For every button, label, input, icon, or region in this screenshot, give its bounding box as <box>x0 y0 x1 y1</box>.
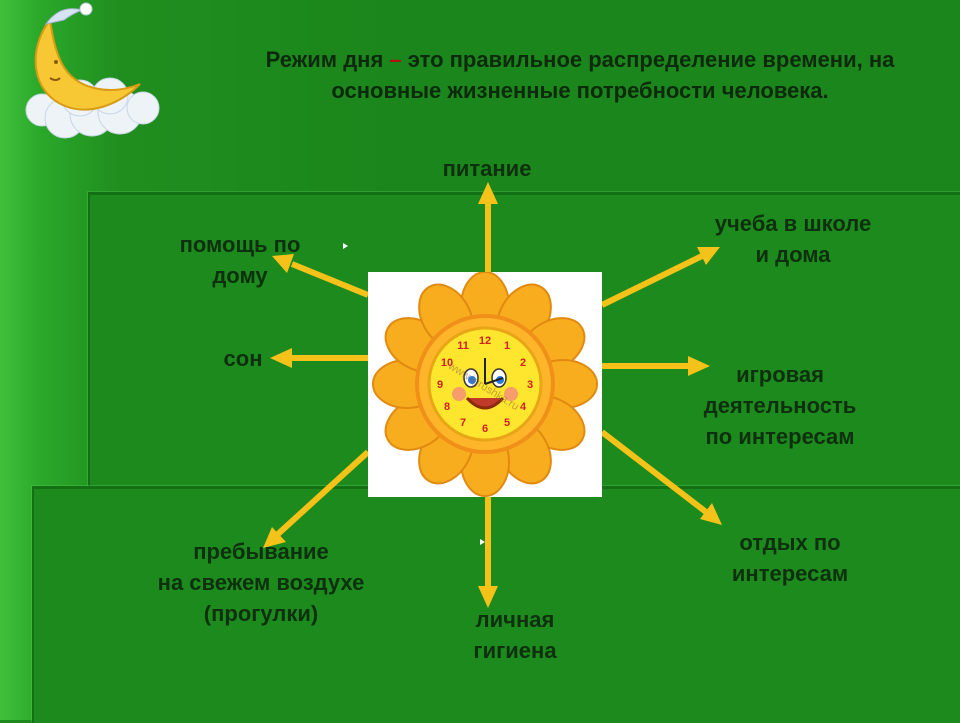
arrow-upper-left <box>290 261 370 298</box>
arrow-upper-right <box>600 253 704 308</box>
clock-number: 8 <box>444 401 450 413</box>
label-study: учеба в школе и дома <box>714 211 872 267</box>
arrow-bottom-head <box>478 586 498 608</box>
label-hygiene: личная гигиена <box>473 607 557 663</box>
sun-clock-image: 12 1 2 3 4 5 6 7 8 9 10 11 ww <box>368 271 602 497</box>
title-term: Режим дня <box>265 47 384 72</box>
arrow-left-head <box>270 348 292 368</box>
clock-number: 5 <box>504 417 510 429</box>
arrow-top-head <box>478 182 498 204</box>
label-nutrition: питание <box>442 156 532 181</box>
arrow-lower-left-head <box>263 527 286 548</box>
clock-number: 7 <box>460 417 466 429</box>
clock-number: 10 <box>441 357 453 369</box>
crescent-moon-on-cloud-icon <box>25 2 160 139</box>
arrow-lower-right-head <box>700 503 722 525</box>
label-sleep: сон <box>223 346 263 371</box>
arrow-lower-left <box>275 449 371 537</box>
label-fresh-air: пребывание на свежем воздухе (прогулки) <box>157 539 365 626</box>
clock-number: 2 <box>520 357 526 369</box>
label-play-activity: игровая деятельность по интересам <box>703 362 857 449</box>
label-leisure: отдых по интересам <box>731 530 849 586</box>
clock-number: 11 <box>457 340 469 352</box>
clock-number: 3 <box>527 379 533 391</box>
decor-marker <box>343 243 348 249</box>
arrow-upper-right-head <box>697 247 720 265</box>
clock-number: 9 <box>437 379 443 391</box>
smiling-sun-clock-icon: 12 1 2 3 4 5 6 7 8 9 10 11 ww <box>372 271 598 497</box>
label-housework: помощь по дому <box>179 232 301 288</box>
arrow-upper-left-head <box>272 254 294 273</box>
clock-number: 1 <box>504 340 510 352</box>
arrow-lower-right <box>600 429 708 515</box>
page-title: Режим дня – это правильное распределение… <box>250 44 910 106</box>
clock-number: 4 <box>520 401 527 413</box>
decor-marker <box>480 539 485 545</box>
title-definition: это правильное распределение времени, на… <box>331 47 895 103</box>
clock-number: 6 <box>482 423 488 435</box>
arrow-right-head <box>688 356 710 376</box>
clock-number: 12 <box>479 335 491 347</box>
title-dash: – <box>383 47 408 72</box>
